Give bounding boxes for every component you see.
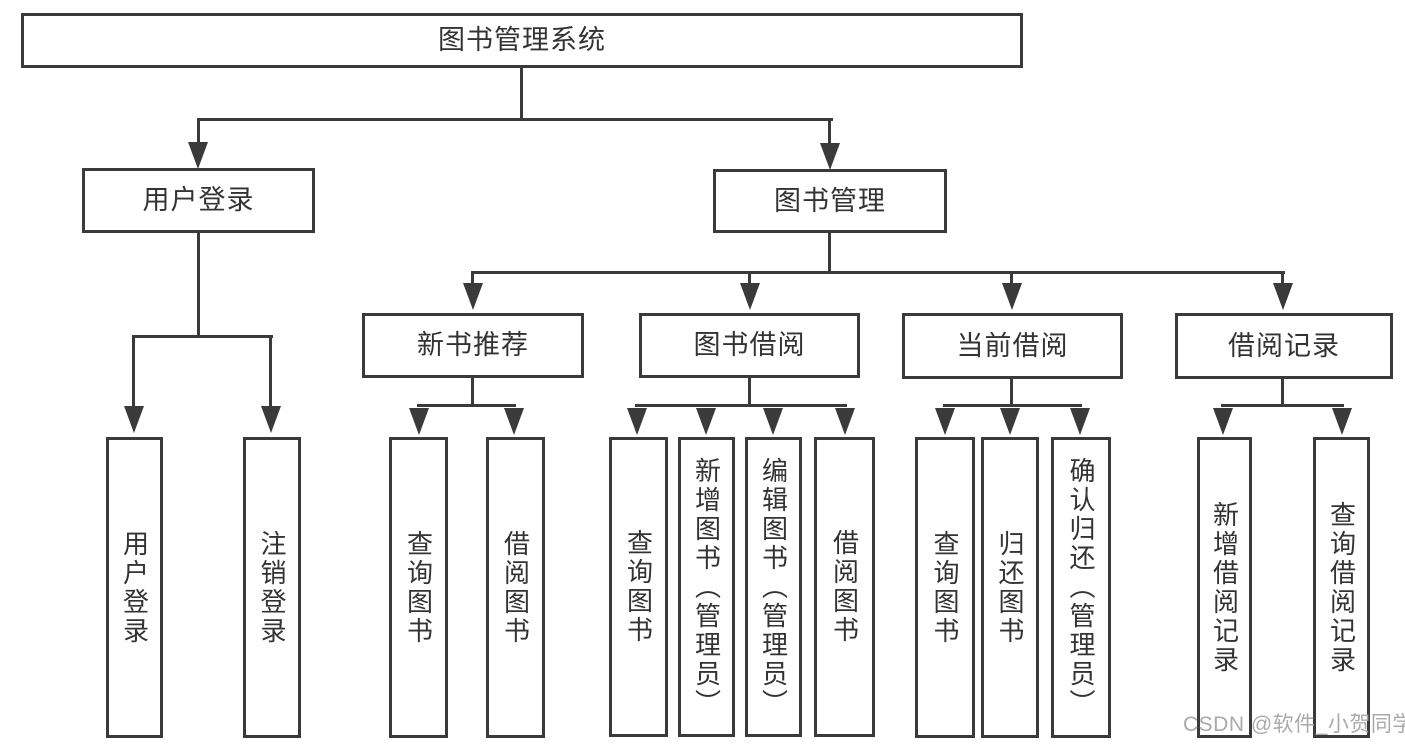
leaf-label: 查询图书	[623, 529, 654, 645]
arrowhead-down	[409, 408, 429, 435]
connector-shaft	[1281, 271, 1284, 284]
leaf-label: 确认归还（管理员）	[1066, 457, 1096, 718]
leaf-return-books: 归还图书	[981, 437, 1039, 738]
arrowhead-down	[1213, 408, 1233, 435]
leaf-logout-login: 注销登录	[243, 437, 301, 738]
arrowhead-down	[1070, 408, 1090, 435]
arrowhead-down	[188, 142, 208, 169]
connector-shaft	[1010, 271, 1013, 284]
leaf-label: 新增图书（管理员）	[691, 456, 722, 718]
arrowhead-down	[1273, 283, 1293, 310]
node-borrowing-records: 借阅记录	[1175, 313, 1393, 379]
leaf-label: 查询图书	[403, 529, 434, 646]
node-label: 当前借阅	[956, 330, 1069, 361]
connector-trunk	[471, 378, 474, 406]
leaf-label: 归还图书	[995, 529, 1025, 646]
arrowhead-down	[935, 408, 955, 435]
leaf-edit-books-admin: 编辑图书（管理员）	[745, 437, 802, 737]
arrowhead-down	[1000, 408, 1020, 435]
node-new-book-recommend: 新书推荐	[362, 313, 584, 378]
leaf-query-borrow-record: 查询借阅记录	[1313, 437, 1370, 738]
leaf-label: 查询图书	[930, 529, 960, 646]
node-book-management: 图书管理	[713, 169, 947, 233]
connector-userlogin-hline	[132, 335, 273, 338]
leaf-confirm-return-admin: 确认归还（管理员）	[1051, 437, 1111, 738]
arrowhead-down	[1332, 408, 1352, 435]
arrowhead-down	[463, 283, 483, 310]
arrowhead-down	[740, 283, 760, 310]
connector-shaft	[197, 118, 200, 144]
node-book-borrowing: 图书借阅	[639, 313, 860, 378]
arrowhead-down	[835, 408, 855, 435]
leaf-user-login: 用户登录	[106, 437, 163, 738]
connector-shaft	[748, 271, 751, 284]
arrowhead-down	[124, 406, 144, 433]
arrowhead-down	[627, 408, 647, 435]
leaf-query-books-recommend: 查询图书	[389, 437, 448, 738]
connector-shaft	[471, 271, 474, 284]
node-label: 借阅记录	[1228, 330, 1340, 361]
node-label: 图书借阅	[693, 330, 806, 360]
csdn-watermark: CSDN @软件_小贺同学	[1183, 713, 1405, 736]
connector-hline	[635, 404, 847, 407]
leaf-query-books-borrowing: 查询图书	[609, 437, 668, 737]
connector-shaft	[828, 118, 831, 144]
arrowhead-down	[696, 408, 716, 435]
leaf-label: 借阅图书	[500, 529, 531, 646]
arrowhead-down	[763, 408, 783, 435]
leaf-borrow-books-recommend: 借阅图书	[486, 437, 545, 738]
arrowhead-down	[820, 143, 840, 170]
leaf-label: 借阅图书	[829, 529, 860, 645]
leaf-label: 编辑图书（管理员）	[758, 456, 789, 718]
leaf-add-books-admin: 新增图书（管理员）	[678, 437, 735, 737]
connector-hline	[417, 404, 516, 407]
leaf-add-borrow-record: 新增借阅记录	[1197, 437, 1252, 738]
connector-trunk	[748, 378, 751, 406]
connector-root-hline	[197, 118, 833, 121]
connector-trunk	[1281, 379, 1284, 406]
connector-root-trunk	[520, 68, 523, 120]
leaf-label: 用户登录	[119, 529, 150, 646]
leaf-label: 注销登录	[257, 529, 287, 646]
node-current-borrowing: 当前借阅	[902, 313, 1123, 379]
connector-trunk	[1010, 379, 1013, 406]
node-label: 图书管理系统	[438, 25, 606, 55]
node-label: 图书管理	[774, 185, 886, 216]
arrowhead-down	[1002, 283, 1022, 310]
connector-hline	[943, 404, 1082, 407]
connector-shaft	[132, 335, 135, 407]
connector-shaft	[269, 335, 272, 407]
leaf-borrow-books: 借阅图书	[814, 437, 875, 737]
arrowhead-down	[261, 406, 281, 433]
connector-bookmgmt-hline	[471, 271, 1285, 274]
leaf-label: 查询借阅记录	[1326, 500, 1357, 675]
leaf-query-books-current: 查询图书	[915, 437, 975, 738]
node-label: 用户登录	[142, 185, 255, 215]
node-user-login: 用户登录	[82, 168, 315, 233]
node-label: 新书推荐	[417, 330, 529, 360]
connector-hline	[1221, 404, 1344, 407]
connector-bookmgmt-trunk	[828, 233, 831, 273]
connector-userlogin-trunk	[197, 233, 200, 337]
node-library-management-system: 图书管理系统	[21, 13, 1023, 68]
leaf-label: 新增借阅记录	[1209, 500, 1240, 675]
arrowhead-down	[504, 408, 524, 435]
